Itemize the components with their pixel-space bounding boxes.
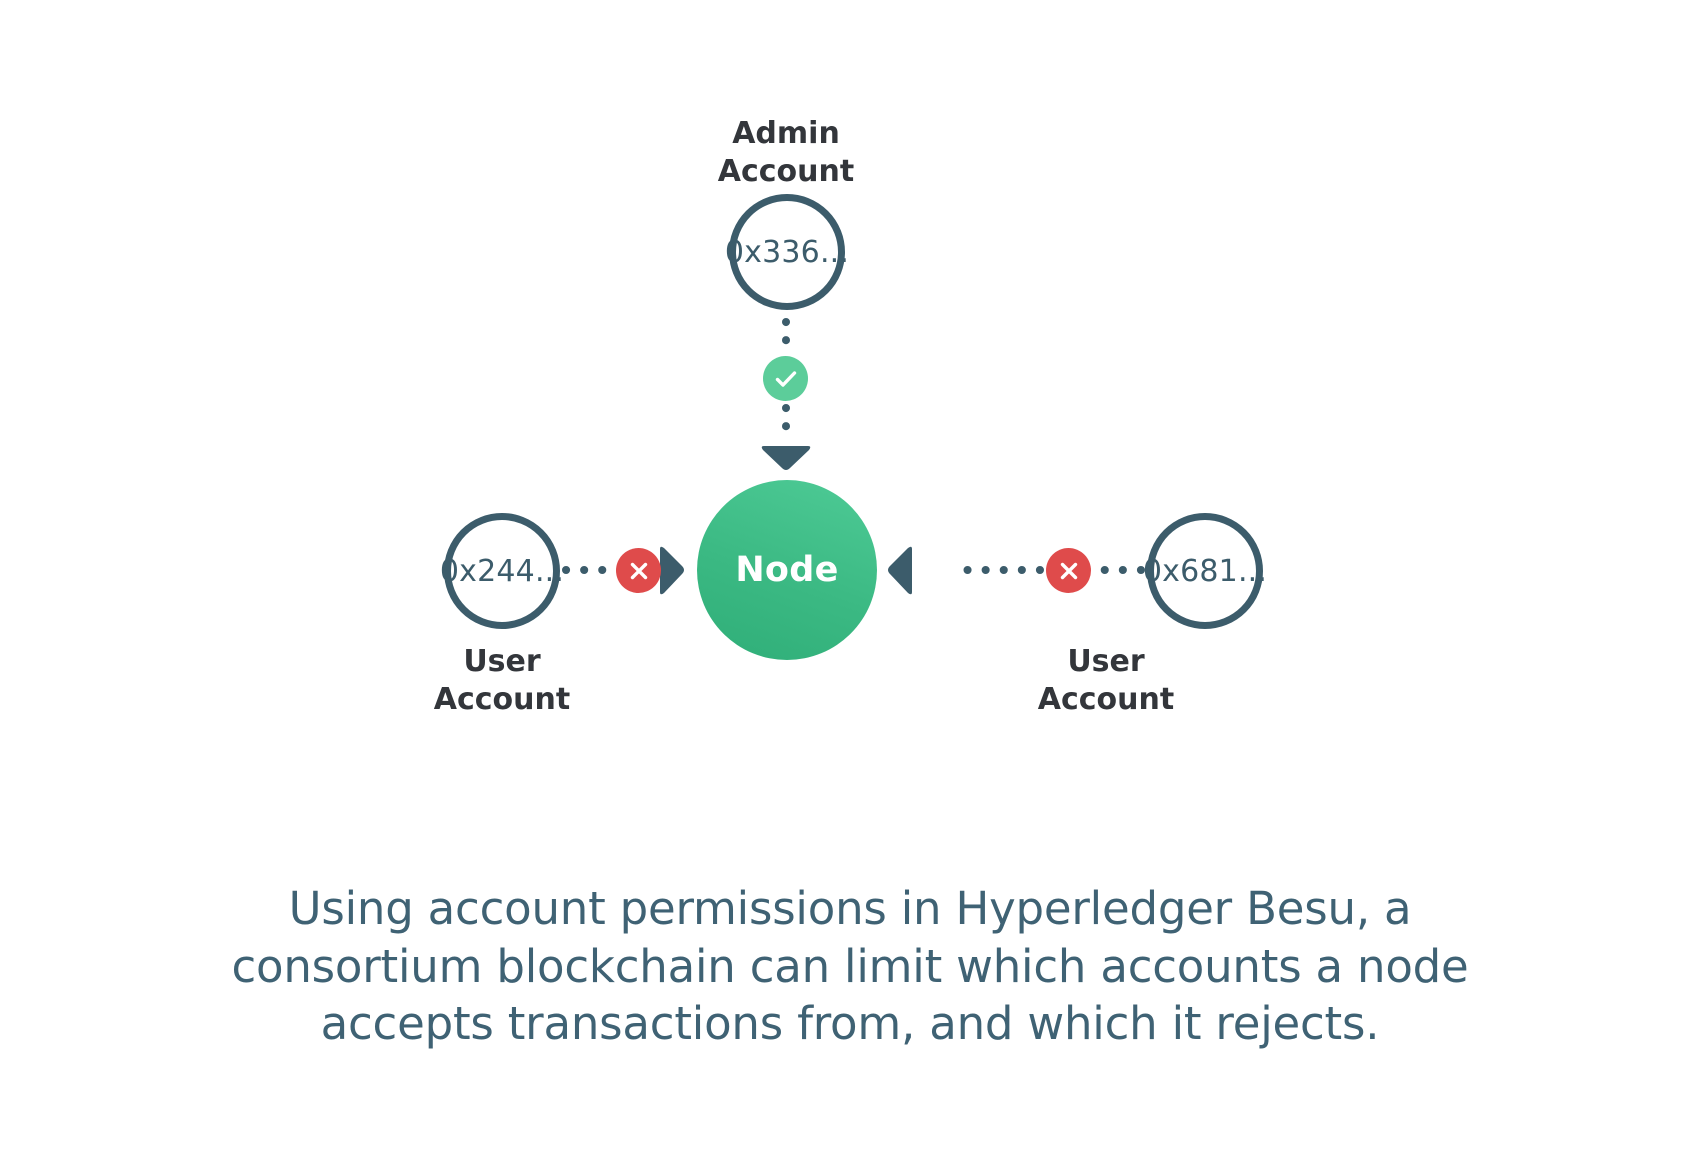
cross-icon-left xyxy=(616,548,661,593)
figure-caption: Using account permissions in Hyperledger… xyxy=(231,882,1469,1051)
user-account-node-left[interactable]: 0x244... xyxy=(440,513,564,629)
user-account-label-left: User Account xyxy=(433,644,571,717)
admin-account-label: Admin Account xyxy=(717,116,855,189)
left-arrowhead xyxy=(660,546,684,595)
central-node-label: Node xyxy=(735,550,839,590)
right-arrowhead xyxy=(888,546,912,595)
central-node[interactable]: Node xyxy=(697,480,877,660)
admin-account-node[interactable]: 0x336... xyxy=(725,194,849,310)
user-account-address-right: 0x681... xyxy=(1142,553,1268,589)
user-account-label-right: User Account xyxy=(1037,644,1175,717)
admin-account-address: 0x336... xyxy=(724,234,850,270)
user-account-node-right[interactable]: 0x681... xyxy=(1143,513,1267,629)
admin-arrowhead xyxy=(761,446,811,470)
cross-icon-right xyxy=(1046,548,1091,593)
user-account-address-left: 0x244... xyxy=(439,553,565,589)
check-icon xyxy=(763,356,808,401)
